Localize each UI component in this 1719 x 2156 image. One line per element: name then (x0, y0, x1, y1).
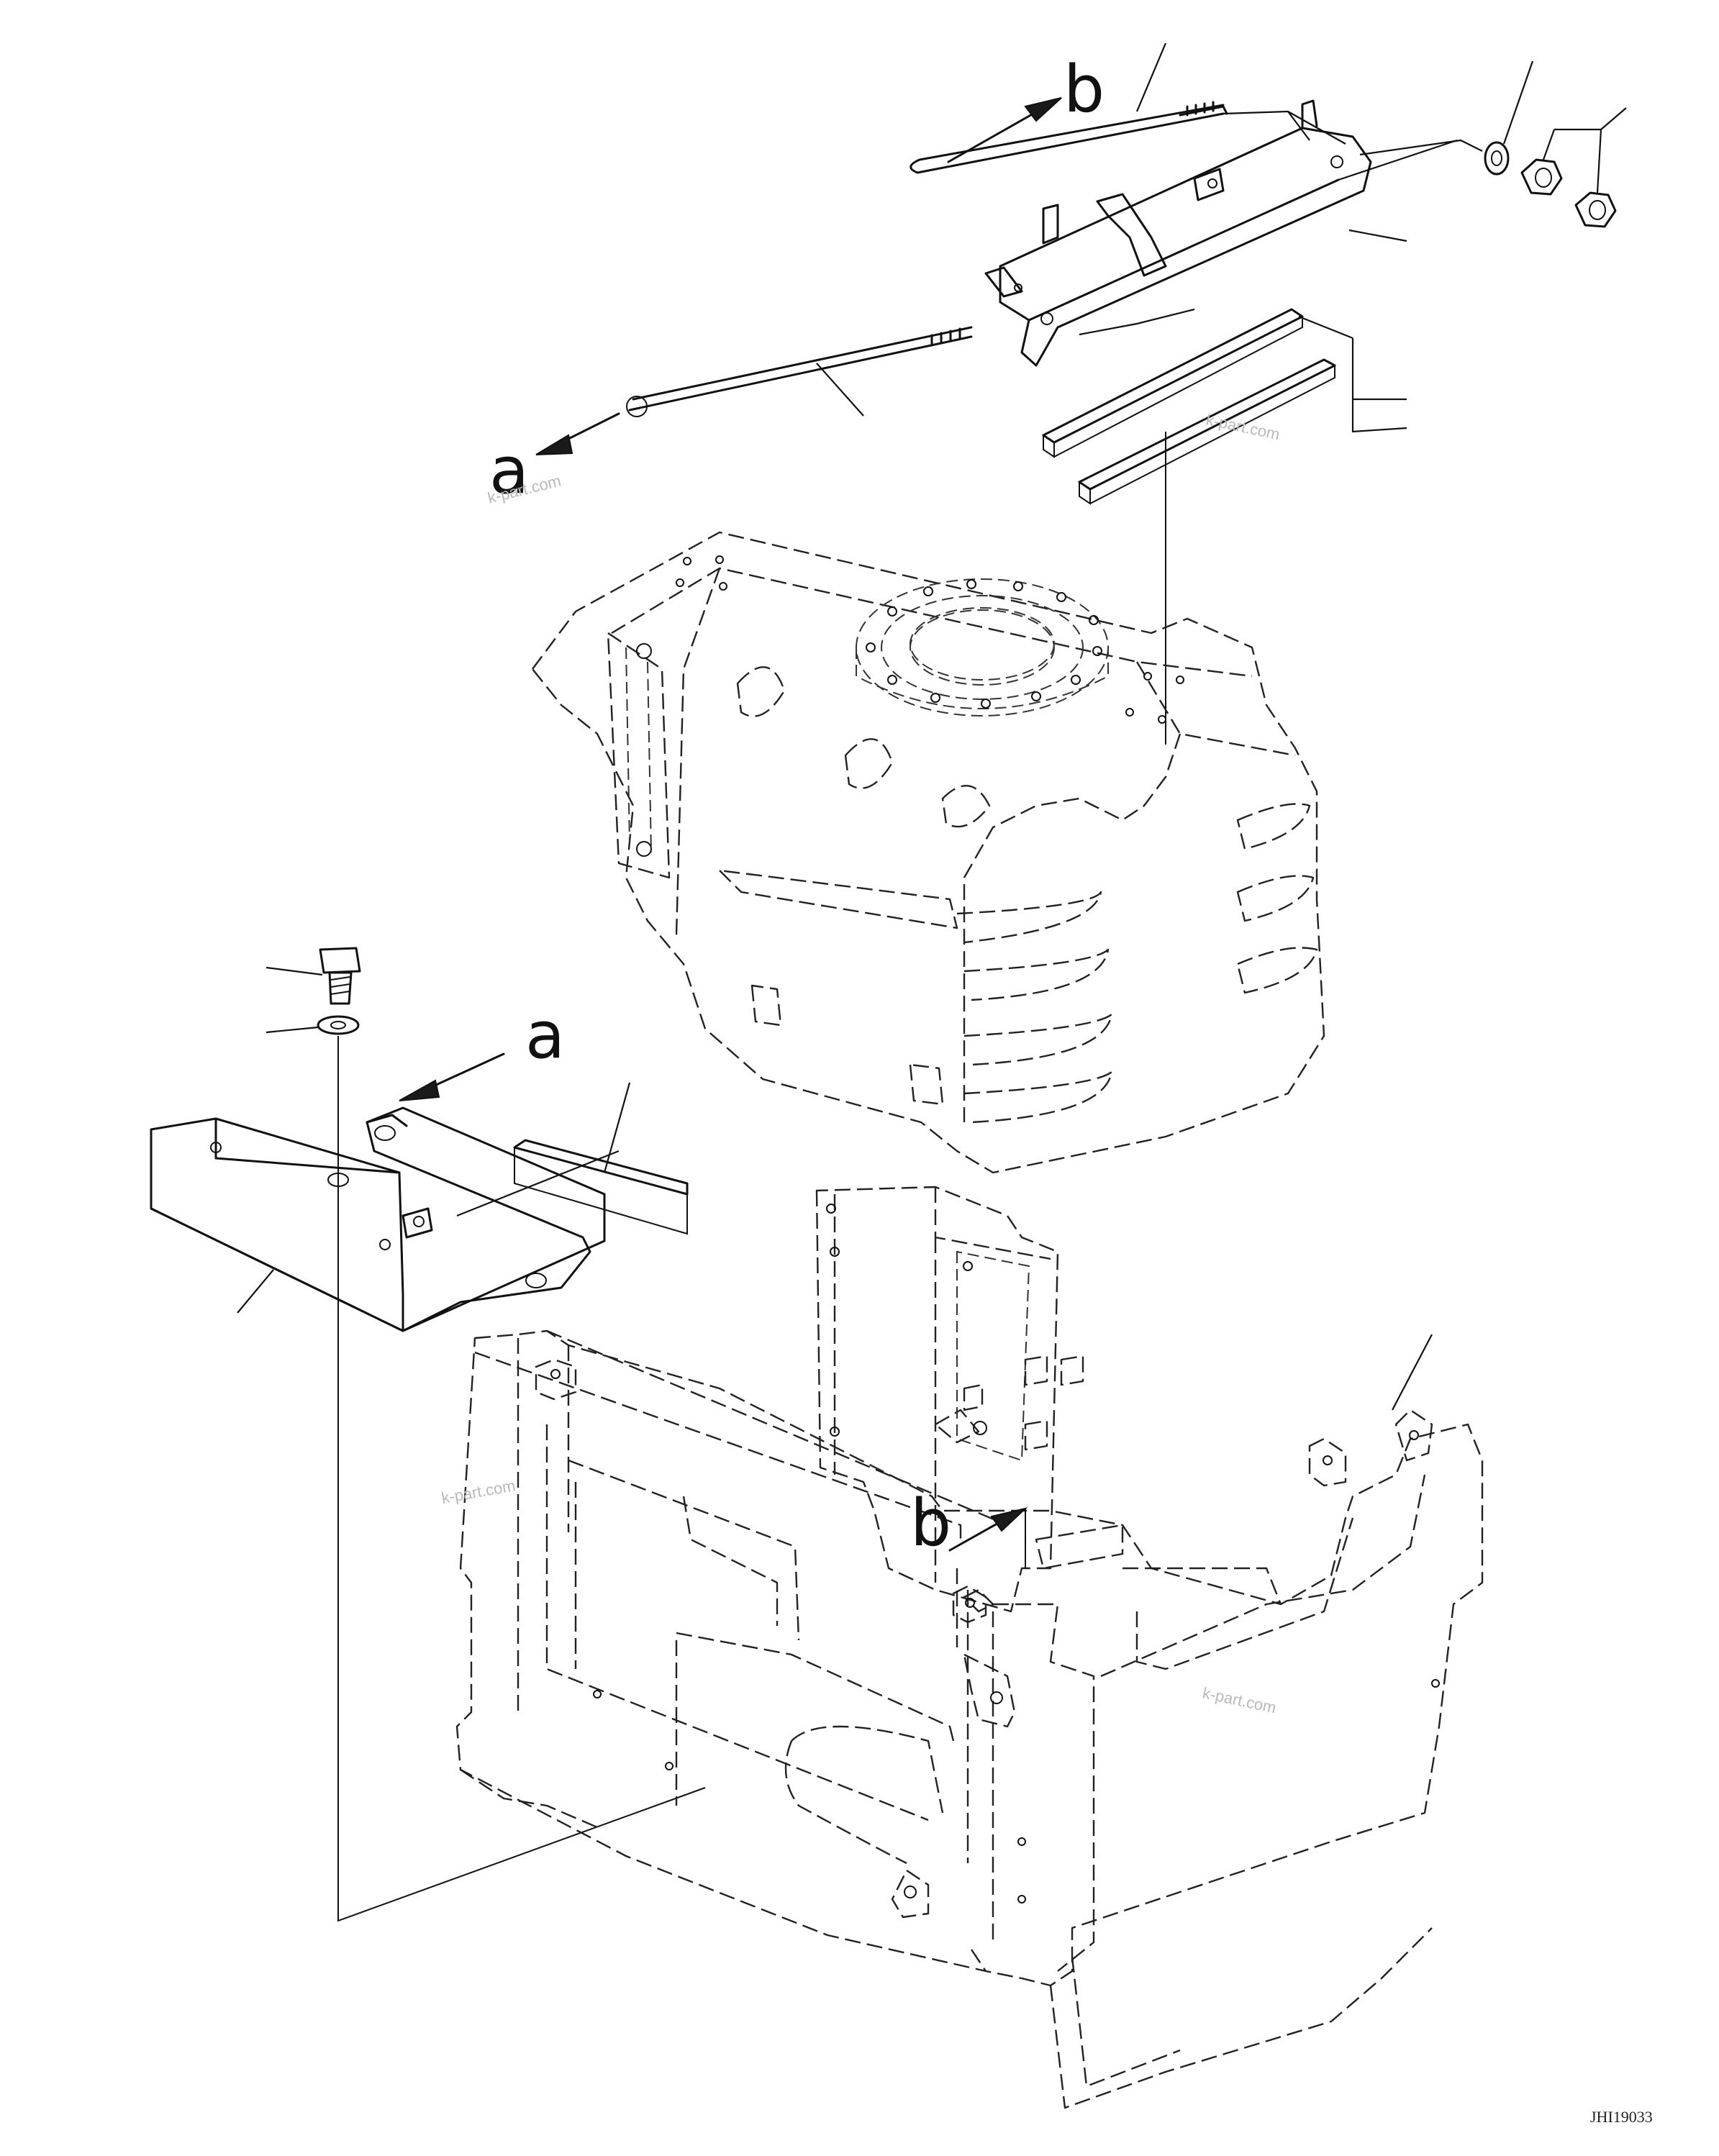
watermark: k-part.com (440, 1476, 517, 1507)
cover-plate (150, 1106, 606, 1332)
watermark: k-part.com (1201, 1683, 1278, 1716)
cover-plate-assembly: a (150, 947, 706, 1922)
label-b-low: b (910, 1486, 951, 1561)
hex-nut-icon (1574, 191, 1617, 228)
hex-bolt-icon (319, 947, 361, 1005)
mounting-bracket (999, 127, 1372, 367)
flat-washer-icon (1484, 141, 1510, 176)
hex-nut-icon (1520, 158, 1563, 196)
tank-outline (531, 531, 1325, 1174)
rod-a (628, 326, 973, 411)
upper-bracket-assembly: b a (489, 42, 1627, 745)
label-b-top: b (1063, 52, 1105, 127)
drawing-code: JHI19033 (1590, 2108, 1653, 2126)
label-a-top: a (489, 433, 529, 509)
flat-washer-icon (317, 1015, 360, 1035)
label-a-mid: a (525, 998, 565, 1073)
frame-outline: b (455, 1186, 1484, 2109)
